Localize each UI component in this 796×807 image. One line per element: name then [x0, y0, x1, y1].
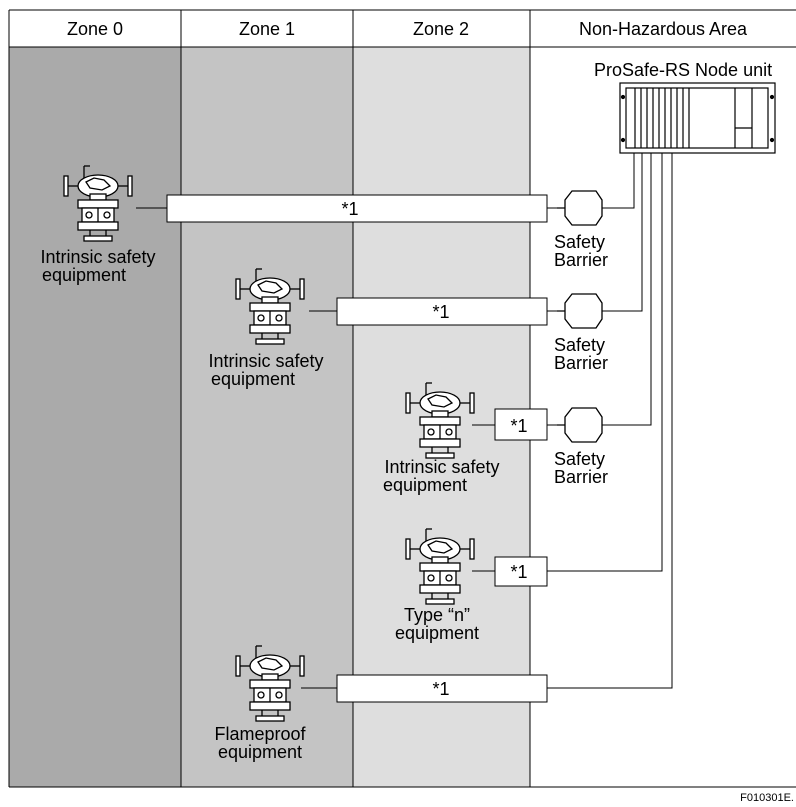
cable-note-4: *1	[510, 562, 527, 582]
barrier-1-label-line1: Safety	[554, 232, 605, 252]
barrier-3-label-line1: Safety	[554, 449, 605, 469]
device-2-label-line1: Intrinsic safety	[208, 351, 323, 371]
cable-box-4	[494, 556, 548, 587]
cable-note-3: *1	[510, 416, 527, 436]
device-2-label-line2: equipment	[211, 369, 295, 389]
barrier-1-label-line2: Barrier	[554, 250, 608, 270]
cable-note-2: *1	[432, 302, 449, 322]
non-hazardous-header: Non-Hazardous Area	[579, 19, 748, 39]
device-1-label-line1: Intrinsic safety	[40, 247, 155, 267]
cable-box-2	[336, 297, 548, 326]
figure-id: F010301E.	[740, 792, 794, 804]
cable-box-3	[494, 408, 548, 441]
zone-2-header: Zone 2	[413, 19, 469, 39]
device-5-label-line1: Flameproof	[214, 724, 306, 744]
zone-1-header: Zone 1	[239, 19, 295, 39]
wire-barrier-1	[602, 153, 635, 209]
barrier-2-label-line2: Barrier	[554, 353, 608, 373]
device-1-label-line2: equipment	[42, 265, 126, 285]
safety-barrier-3-icon	[557, 407, 603, 443]
device-4-label-line2: equipment	[395, 623, 479, 643]
barrier-2-label-line1: Safety	[554, 335, 605, 355]
zone-0-header: Zone 0	[67, 19, 123, 39]
cable-box-1	[166, 194, 548, 223]
device-3-label-line1: Intrinsic safety	[384, 457, 499, 477]
wire-5-out	[547, 153, 673, 689]
wire-barrier-3	[602, 153, 652, 426]
barrier-3-label-line2: Barrier	[554, 467, 608, 487]
node-unit-label: ProSafe-RS Node unit	[594, 60, 772, 80]
zone-0-background	[9, 47, 181, 787]
safety-barrier-2-icon	[557, 293, 603, 329]
cable-note-5: *1	[432, 679, 449, 699]
header-row	[9, 10, 796, 47]
cable-box-5	[336, 674, 548, 703]
device-4-label-line1: Type “n”	[404, 605, 470, 625]
device-5-label-line2: equipment	[218, 742, 302, 762]
wire-barrier-2	[602, 153, 643, 312]
cable-note-1: *1	[341, 199, 358, 219]
device-3-label-line2: equipment	[383, 475, 467, 495]
wire-4-out	[547, 153, 663, 572]
safety-barrier-1-icon	[557, 190, 603, 226]
node-unit-rack	[619, 82, 776, 154]
